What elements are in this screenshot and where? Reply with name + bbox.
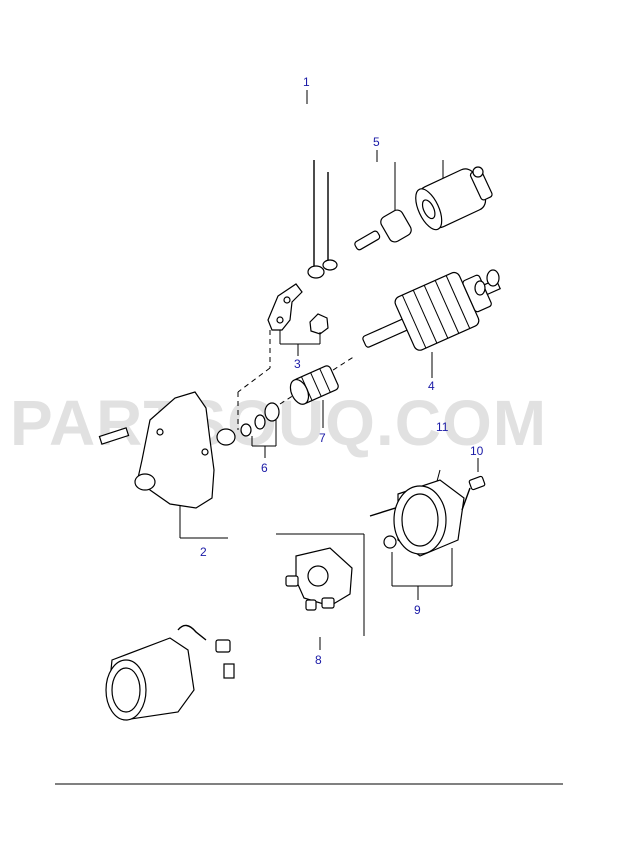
yoke-assembly xyxy=(105,624,235,721)
part-4-armature xyxy=(279,269,501,405)
part-9-end-cover xyxy=(369,469,465,600)
callout-8[interactable]: 8 xyxy=(315,653,322,667)
callout-1[interactable]: 1 xyxy=(303,75,310,89)
callout-7[interactable]: 7 xyxy=(319,431,326,445)
part-10-bolt xyxy=(461,458,486,511)
part-5-solenoid-switch xyxy=(354,150,493,251)
callout-4[interactable]: 4 xyxy=(428,379,435,393)
solenoid-rods xyxy=(307,160,338,279)
callout-9[interactable]: 9 xyxy=(414,603,421,617)
callout-3[interactable]: 3 xyxy=(294,357,301,371)
part-8-brush-holder xyxy=(276,533,365,650)
part-7-pinion-drive xyxy=(289,365,339,428)
watermark-text: PARTSOUQ.COM xyxy=(10,387,547,459)
callout-2[interactable]: 2 xyxy=(200,545,207,559)
callout-5[interactable]: 5 xyxy=(373,135,380,149)
part-2-drive-housing xyxy=(98,391,228,539)
part-3-shift-lever xyxy=(237,283,329,430)
part-6-clip-set xyxy=(216,402,280,458)
callout-6[interactable]: 6 xyxy=(261,461,268,475)
callout-10[interactable]: 10 xyxy=(470,444,484,458)
callout-11[interactable]: 11 xyxy=(436,420,449,434)
